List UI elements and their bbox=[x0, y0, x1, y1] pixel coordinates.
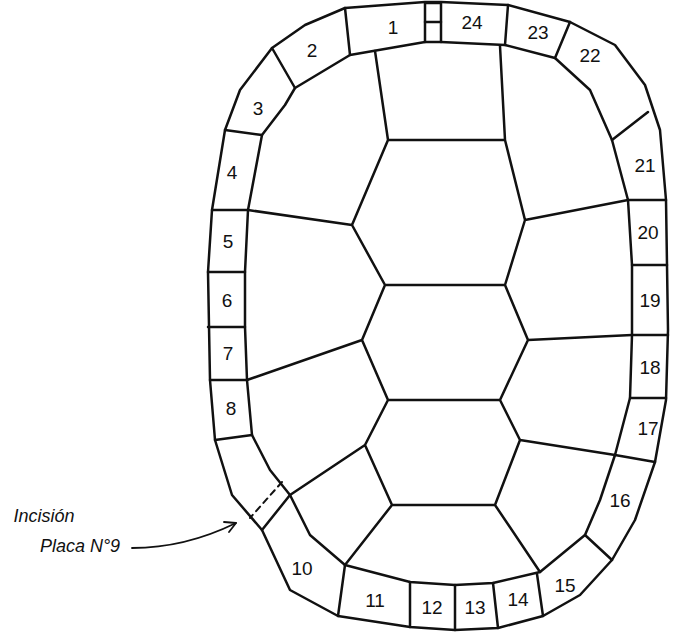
scute-number: 5 bbox=[223, 232, 234, 251]
scute-number: 14 bbox=[507, 590, 528, 609]
scute-number: 13 bbox=[464, 598, 485, 617]
scute-number: 23 bbox=[527, 23, 548, 42]
scute-number: 20 bbox=[637, 223, 658, 242]
marginal-dividers bbox=[208, 5, 668, 630]
scute-number: 24 bbox=[461, 13, 482, 32]
scute-number: 7 bbox=[223, 344, 234, 363]
scute-number: 4 bbox=[227, 163, 238, 182]
scute-number: 3 bbox=[253, 99, 264, 118]
carapace-outline bbox=[208, 2, 668, 630]
incision-line bbox=[250, 482, 282, 518]
marginal-inner-outline bbox=[245, 42, 632, 585]
scute-number: 12 bbox=[421, 598, 442, 617]
scute-number: 15 bbox=[554, 576, 575, 595]
scute-number: 1 bbox=[388, 18, 399, 37]
callout-label: Placa N°9 bbox=[40, 537, 120, 555]
leader-line bbox=[132, 523, 236, 548]
scute-number: 19 bbox=[639, 291, 660, 310]
central-scutes bbox=[247, 46, 632, 572]
scute-number: 17 bbox=[637, 419, 658, 438]
scute-number: 21 bbox=[634, 156, 655, 175]
callout-label: Incisión bbox=[13, 507, 74, 525]
scute-number: 11 bbox=[365, 591, 385, 610]
scute-number: 8 bbox=[226, 399, 237, 418]
leader-arrowhead bbox=[224, 522, 236, 532]
nuchal-scute bbox=[425, 3, 441, 22]
scute-number: 18 bbox=[639, 358, 660, 377]
scute-number: 2 bbox=[307, 41, 318, 60]
scute-number: 22 bbox=[579, 46, 600, 65]
scute-number: 10 bbox=[291, 559, 312, 578]
scute-number: 16 bbox=[609, 491, 630, 510]
scute-number: 6 bbox=[222, 291, 233, 310]
